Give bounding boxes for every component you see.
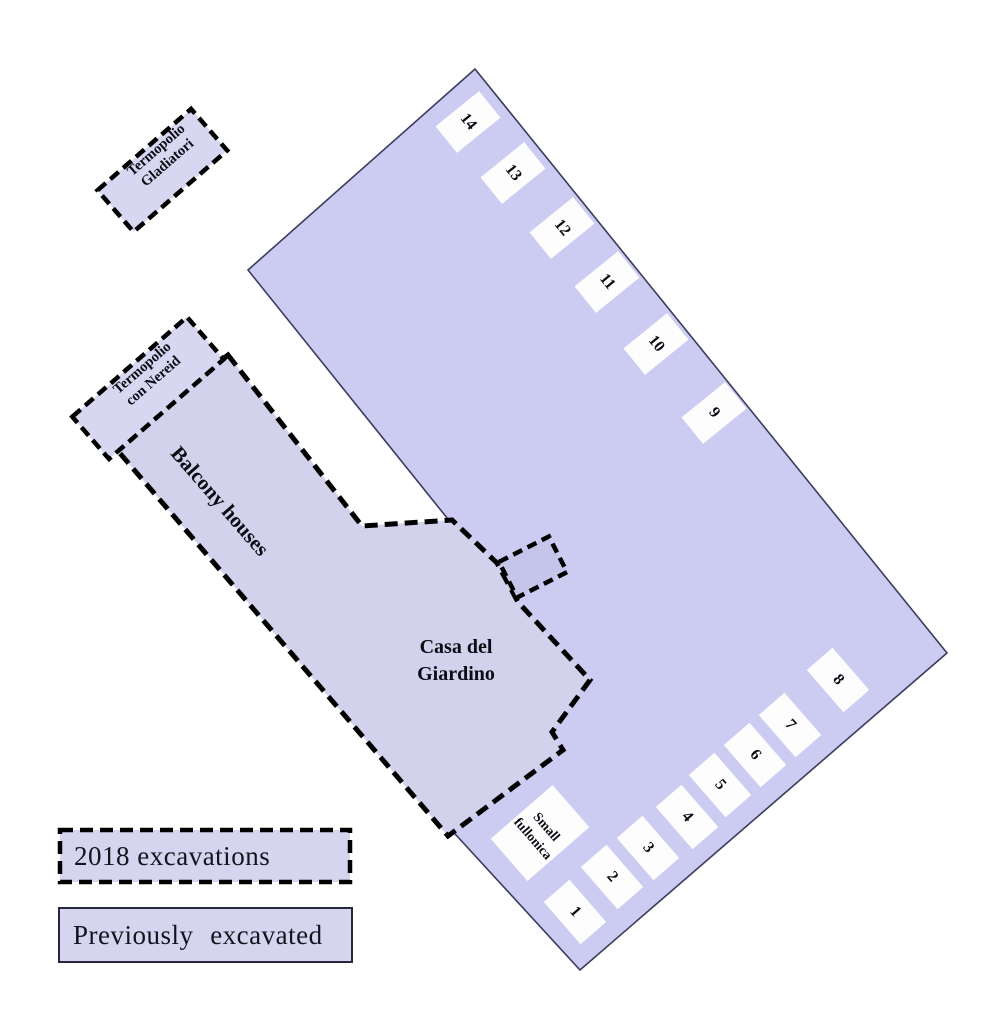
excavation-2018-area <box>108 351 594 840</box>
label-line: Giardino <box>417 663 495 685</box>
legend-solid-swatch <box>58 907 353 963</box>
legend-dashed-swatch <box>57 827 353 885</box>
room-number: 8 <box>829 671 848 689</box>
small-fullonica-box <box>490 784 590 882</box>
termopolio-nereid-box <box>69 313 227 463</box>
legend-dashed-label: 2018 excavations <box>74 840 271 871</box>
room-number: 3 <box>639 839 658 857</box>
room-number: 1 <box>566 903 585 921</box>
room-number: 9 <box>705 404 724 422</box>
room-number: 6 <box>746 746 765 764</box>
label-line: Casa del <box>419 636 493 658</box>
annex-dashed-rect <box>495 533 571 601</box>
room-number: 2 <box>603 868 622 886</box>
room-number: 12 <box>550 216 575 240</box>
room-number: 13 <box>501 161 526 185</box>
room-number: 11 <box>596 270 619 293</box>
room-number: 14 <box>456 110 481 134</box>
room-number: 7 <box>781 716 800 734</box>
room-number: 10 <box>644 332 669 356</box>
room-number: 4 <box>678 808 697 826</box>
legend-solid-label: Previously excavated <box>73 919 323 950</box>
room-number: 5 <box>711 776 730 794</box>
label-casa-del-giardino: Casa del Giardino <box>386 634 526 688</box>
termopolio-gladiatori-box <box>94 105 231 235</box>
